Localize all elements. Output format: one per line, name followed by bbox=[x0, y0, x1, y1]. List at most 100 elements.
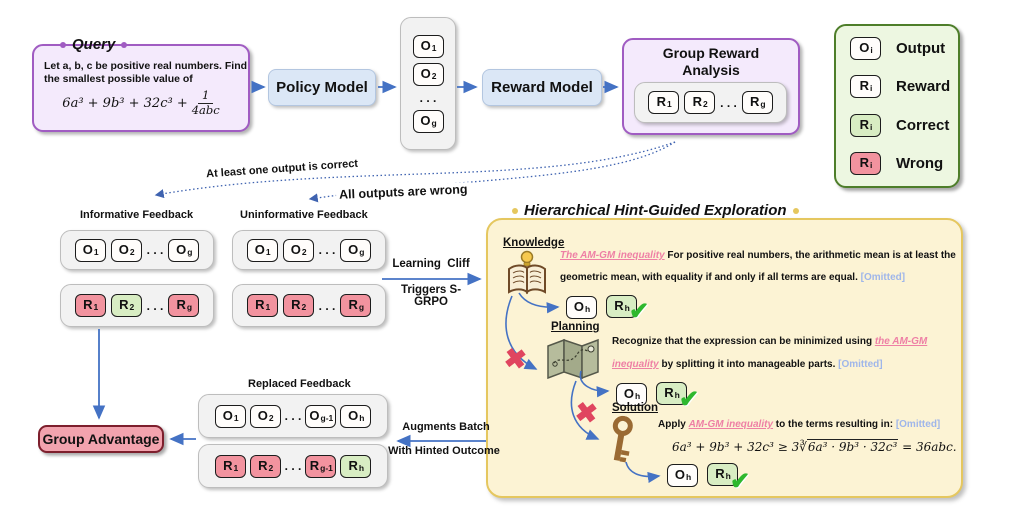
ellipsis: . . . bbox=[720, 95, 737, 110]
augment-label-line2: With Hinted Outcome bbox=[388, 445, 500, 457]
solution-heading: Solution bbox=[612, 402, 658, 414]
informative-feedback-title: Informative Feedback bbox=[80, 209, 194, 221]
ellipsis: . . . bbox=[284, 409, 302, 423]
cube-root-radicand: 6a³ · 9b³ · 32c³ bbox=[806, 439, 899, 454]
knowledge-heading: Knowledge bbox=[503, 237, 565, 249]
omitted-tag: [Omitted] bbox=[838, 359, 883, 370]
uninformative-feedback-title: Uninformative Feedback bbox=[240, 209, 368, 221]
exploration-title-text: Hierarchical Hint-Guided Exploration bbox=[524, 202, 787, 219]
group-advantage-box: Group Advantage bbox=[38, 425, 164, 453]
planning-text-line2: inequality by splitting it into manageab… bbox=[612, 359, 883, 370]
planning-hint-part2: inequality bbox=[612, 359, 659, 370]
decorative-dot bbox=[512, 207, 518, 214]
query-math: 6a³ + 9b³ + 32c³ + 1 4abc bbox=[44, 89, 238, 117]
query-title: Query bbox=[60, 36, 128, 53]
branch-label-wrong: All outputs are wrong bbox=[335, 182, 471, 202]
check-icon: ✔ bbox=[679, 386, 700, 413]
planning-hint-part1: the AM-GM bbox=[874, 336, 928, 347]
trigger-line2: Triggers S-GRPO bbox=[400, 284, 462, 308]
reward-model-box: Reward Model bbox=[482, 69, 602, 106]
book-lightbulb-icon bbox=[508, 250, 546, 295]
query-title-text: Query bbox=[72, 36, 116, 53]
query-line1: Let a, b, c be positive real numbers. Fi… bbox=[44, 60, 248, 72]
ellipsis: . . . bbox=[146, 243, 164, 257]
query-math-main: 6a³ + 9b³ + 32c³ + bbox=[62, 95, 188, 111]
trigger-line1: Learning Cliff bbox=[392, 258, 470, 270]
cross-icon: ✖ bbox=[573, 396, 600, 430]
group-reward-analysis-title: Group Reward Analysis bbox=[662, 45, 760, 78]
check-icon: ✔ bbox=[629, 298, 650, 325]
query-math-fraction: 1 4abc bbox=[191, 89, 220, 117]
solution-math: 6a³ + 9b³ + 32c³ ≥ 3∛6a³ · 9b³ · 32c³ = … bbox=[672, 439, 957, 454]
decorative-dot bbox=[792, 207, 799, 214]
solution-text: Apply AM-GM inequality to the terms resu… bbox=[658, 419, 941, 430]
ellipsis: . . . bbox=[146, 298, 164, 313]
planning-text-line1: Recognize that the expression can be min… bbox=[612, 336, 928, 347]
replaced-feedback-title: Replaced Feedback bbox=[248, 378, 351, 390]
query-box bbox=[32, 44, 250, 132]
ellipsis: . . . bbox=[419, 90, 437, 105]
map-icon bbox=[547, 338, 599, 379]
solution-hint: AM-GM inequality bbox=[688, 419, 774, 430]
decorative-dot bbox=[60, 41, 66, 48]
policy-model-box: Policy Model bbox=[268, 69, 376, 106]
check-icon: ✔ bbox=[730, 468, 751, 495]
knowledge-text-line2: geometric mean, with equality if and onl… bbox=[560, 272, 906, 283]
decorative-dot bbox=[121, 41, 128, 48]
query-line2: the smallest possible value of bbox=[44, 73, 193, 85]
fraction-denominator: 4abc bbox=[191, 102, 220, 117]
knowledge-text-line1: The AM-GM inequality For positive real n… bbox=[560, 250, 956, 261]
ellipsis: . . . bbox=[318, 243, 336, 257]
branch-label-correct: At least one output is correct bbox=[202, 157, 362, 181]
augment-label-line1: Augments Batch bbox=[402, 421, 490, 433]
fraction-numerator: 1 bbox=[198, 89, 214, 104]
omitted-tag: [Omitted] bbox=[860, 272, 906, 283]
